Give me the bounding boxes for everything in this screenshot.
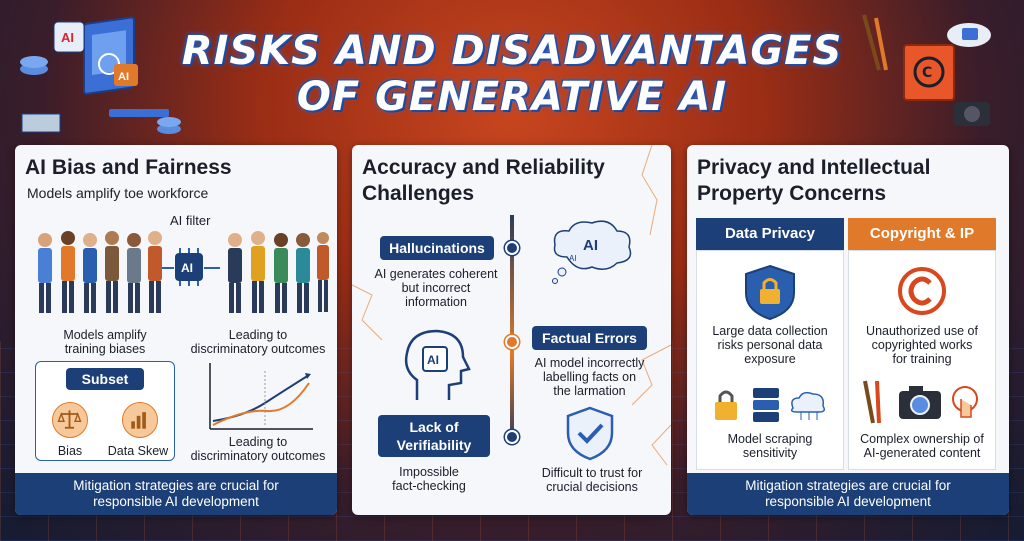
svg-text:AI: AI — [118, 71, 129, 83]
people-group-right — [228, 231, 329, 313]
text-difficult-trust: Difficult to trust for crucial decisions — [541, 466, 643, 494]
art-camera-illustration: C — [862, 14, 991, 126]
text-unauthorized-use: Unauthorized use of copyrighted works fo… — [866, 324, 978, 366]
workforce-illustration: AI — [38, 231, 329, 313]
crack-decoration — [352, 145, 671, 466]
scales-icon — [52, 402, 88, 438]
shield-lock-icon — [745, 264, 795, 321]
cloud-network-icon — [790, 391, 826, 420]
svg-text:C: C — [922, 65, 932, 81]
ai-head-icon: AI — [404, 329, 471, 400]
timeline-dot — [505, 430, 519, 444]
footer-mitigation: Mitigation strategies are crucial for re… — [687, 473, 1009, 515]
ai-badge-text: AI — [61, 30, 74, 45]
ai-chip-label: AI — [181, 261, 193, 275]
tag-lack-of-verifiability: Lack of Verifiability — [378, 415, 490, 457]
brushes-icon — [863, 380, 881, 424]
card-accuracy: Accuracy and Reliability Challenges Hall… — [352, 145, 671, 515]
timeline-dot — [505, 241, 519, 255]
laptop-ai-illustration: AI AI — [20, 16, 181, 134]
bubble-ai-text: AI — [583, 237, 598, 254]
ai-filter-label: AI filter — [170, 213, 211, 228]
bar-chart-icon — [122, 402, 158, 438]
svg-text:AI: AI — [427, 353, 439, 367]
page-title: RISKS AND DISADVANTAGES OF GENERATIVE AI — [0, 28, 1024, 120]
database-icon — [753, 388, 779, 422]
padlock-icon — [715, 390, 737, 420]
card-privacy-ip: Privacy and Intellectual Property Concer… — [687, 145, 1009, 515]
copyright-icon — [898, 267, 946, 315]
thought-bubble-icon: AI AI — [552, 220, 632, 284]
bias-trend-chart — [209, 363, 313, 430]
subset-panel: Subset Bias Data Skew — [35, 361, 175, 461]
subset-item-data-skew: Data Skew — [107, 444, 169, 458]
timeline-line — [510, 215, 514, 445]
col-head-data-privacy: Data Privacy — [696, 218, 844, 250]
text-factual-errors: AI model incorrectly labelling facts on … — [534, 356, 645, 398]
card-heading: Accuracy and Reliability Challenges — [362, 156, 605, 205]
card-heading: Privacy and Intellectual Property Concer… — [697, 156, 931, 205]
text-data-collection: Large data collection risks personal dat… — [712, 324, 828, 366]
card-subtitle: Models amplify toe workforce — [27, 185, 209, 201]
svg-text:AI: AI — [569, 254, 577, 263]
caption-discriminatory-top: Leading to discriminatory outcomes — [190, 328, 326, 356]
col-copyright — [848, 250, 996, 470]
timeline-dot — [505, 335, 519, 349]
caption-amplify-biases: Models amplify training biases — [63, 328, 147, 356]
creative-tools-icons — [863, 380, 978, 424]
camera-icon — [899, 386, 941, 419]
touch-icon — [952, 386, 978, 418]
col-head-copyright: Copyright & IP — [848, 218, 996, 250]
text-lack-of-verifiability: Impossible fact-checking — [392, 465, 466, 493]
title-line-2: OF GENERATIVE AI — [296, 74, 728, 120]
ai-chip-icon: AI — [175, 248, 203, 286]
people-group-left — [38, 231, 162, 313]
subset-title: Subset — [66, 368, 144, 390]
shield-check-icon — [566, 406, 614, 461]
subset-item-bias: Bias — [57, 444, 83, 458]
text-complex-ownership: Complex ownership of AI-generated conten… — [860, 432, 984, 460]
card-ai-bias: AI Bias and Fairness Models amplify toe … — [15, 145, 337, 515]
text-model-scraping: Model scraping sensitivity — [727, 432, 813, 460]
text-hallucinations: AI generates coherent but incorrect info… — [374, 267, 498, 309]
card-heading: AI Bias and Fairness — [25, 156, 232, 179]
tag-hallucinations: Hallucinations — [380, 236, 494, 260]
title-line-1: RISKS AND DISADVANTAGES — [181, 28, 843, 74]
tag-factual-errors: Factual Errors — [532, 326, 647, 350]
footer-mitigation: Mitigation strategies are crucial for re… — [15, 473, 337, 515]
caption-discriminatory-bottom: Leading to discriminatory outcomes — [190, 435, 326, 463]
data-security-icons — [715, 388, 826, 422]
